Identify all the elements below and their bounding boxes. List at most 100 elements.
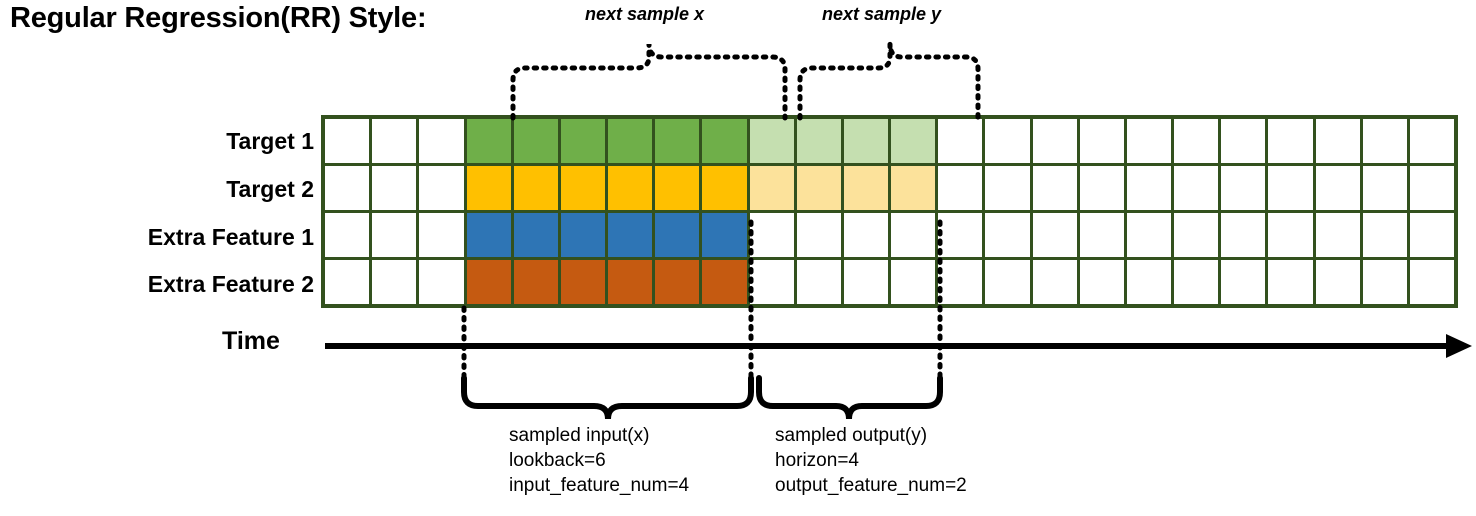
grid-cell bbox=[891, 260, 936, 304]
grid-cell bbox=[560, 213, 605, 257]
grid-cell bbox=[1032, 260, 1077, 304]
grid-cell bbox=[372, 166, 417, 210]
grid-cell bbox=[1174, 260, 1219, 304]
grid-cell bbox=[796, 119, 841, 163]
grid-cell bbox=[1032, 213, 1077, 257]
grid-cell bbox=[985, 166, 1030, 210]
grid-cell bbox=[749, 119, 794, 163]
grid-cell bbox=[655, 213, 700, 257]
grid-cell bbox=[608, 166, 653, 210]
grid-cell bbox=[372, 260, 417, 304]
grid-cell bbox=[985, 119, 1030, 163]
grid-cell bbox=[655, 260, 700, 304]
grid-cell bbox=[372, 213, 417, 257]
grid-cell bbox=[513, 119, 558, 163]
grid-cell bbox=[513, 213, 558, 257]
grid-cell bbox=[749, 213, 794, 257]
grid-cell bbox=[325, 213, 370, 257]
grid-cell bbox=[702, 260, 747, 304]
grid-cell bbox=[419, 166, 464, 210]
row-label-extra-feature-1: Extra Feature 1 bbox=[147, 224, 314, 250]
grid-cell bbox=[1221, 166, 1266, 210]
grid-cell bbox=[1126, 119, 1171, 163]
page-title: Regular Regression(RR) Style: bbox=[10, 2, 427, 34]
grid-cell bbox=[325, 260, 370, 304]
grid-cell bbox=[1315, 260, 1360, 304]
grid-cell bbox=[1126, 166, 1171, 210]
grid-cell bbox=[560, 166, 605, 210]
caption-next-sample-x: next sample x bbox=[585, 4, 705, 24]
grid-cell bbox=[843, 166, 888, 210]
grid-cell bbox=[466, 213, 511, 257]
grid-cell bbox=[1315, 166, 1360, 210]
grid-cell bbox=[419, 119, 464, 163]
grid-cell bbox=[702, 213, 747, 257]
grid-cell bbox=[1268, 119, 1313, 163]
grid-cell bbox=[1079, 119, 1124, 163]
grid-cell bbox=[749, 166, 794, 210]
grid-cell bbox=[1268, 213, 1313, 257]
grid-cell bbox=[843, 213, 888, 257]
grid-cell bbox=[560, 260, 605, 304]
grid-cell bbox=[655, 166, 700, 210]
grid-cell bbox=[1409, 213, 1454, 257]
time-axis-label: Time bbox=[222, 327, 280, 355]
grid-cell bbox=[891, 213, 936, 257]
grid-cell bbox=[419, 260, 464, 304]
grid-cell bbox=[1079, 260, 1124, 304]
grid-cell bbox=[1221, 119, 1266, 163]
time-axis-arrowhead bbox=[1446, 334, 1472, 358]
grid-cell bbox=[466, 166, 511, 210]
dotted-brace-next-sample-x bbox=[510, 43, 788, 121]
row-label-target-2: Target 2 bbox=[226, 176, 314, 202]
grid-cell bbox=[891, 119, 936, 163]
grid-cell bbox=[1362, 166, 1407, 210]
grid-cell bbox=[1079, 213, 1124, 257]
note-sampled-output: sampled output(y) horizon=4 output_featu… bbox=[775, 425, 967, 496]
grid-cell bbox=[1126, 213, 1171, 257]
grid-cell bbox=[466, 260, 511, 304]
grid-cell bbox=[891, 166, 936, 210]
grid-cell bbox=[1409, 166, 1454, 210]
grid-cell bbox=[985, 213, 1030, 257]
grid-cell bbox=[1362, 260, 1407, 304]
dotted-brace-next-sample-y bbox=[797, 43, 981, 121]
grid-cell bbox=[608, 260, 653, 304]
grid-cell bbox=[1409, 119, 1454, 163]
grid-cell bbox=[1174, 213, 1219, 257]
grid-cell bbox=[749, 260, 794, 304]
row-label-target-1: Target 1 bbox=[226, 128, 314, 154]
grid-cell bbox=[702, 119, 747, 163]
grid-cell bbox=[608, 213, 653, 257]
grid-cell bbox=[796, 213, 841, 257]
grid-cell bbox=[466, 119, 511, 163]
grid-cell bbox=[938, 260, 983, 304]
brace-sampled-output bbox=[756, 375, 943, 420]
grid-cell bbox=[1221, 213, 1266, 257]
grid-cell bbox=[1174, 119, 1219, 163]
note-sampled-input: sampled input(x) lookback=6 input_featur… bbox=[509, 425, 690, 496]
grid-cell bbox=[1079, 166, 1124, 210]
grid-cell bbox=[843, 260, 888, 304]
grid-cell bbox=[843, 119, 888, 163]
grid-cell bbox=[938, 213, 983, 257]
grid-cell bbox=[325, 166, 370, 210]
grid-cell bbox=[1315, 119, 1360, 163]
brace-sampled-input bbox=[461, 375, 754, 420]
grid-cell bbox=[702, 166, 747, 210]
timeseries-grid bbox=[321, 115, 1458, 308]
grid-cell bbox=[938, 166, 983, 210]
grid-cell bbox=[419, 213, 464, 257]
row-label-extra-feature-2: Extra Feature 2 bbox=[147, 271, 314, 297]
grid-cell bbox=[1032, 166, 1077, 210]
grid-cell bbox=[1409, 260, 1454, 304]
grid-cell bbox=[1174, 166, 1219, 210]
grid-cell bbox=[796, 260, 841, 304]
grid-cell bbox=[1268, 260, 1313, 304]
grid-cell bbox=[1362, 213, 1407, 257]
grid-cell bbox=[655, 119, 700, 163]
grid-cell bbox=[560, 119, 605, 163]
grid-cell bbox=[985, 260, 1030, 304]
grid-cell bbox=[1032, 119, 1077, 163]
grid-cell bbox=[1315, 213, 1360, 257]
